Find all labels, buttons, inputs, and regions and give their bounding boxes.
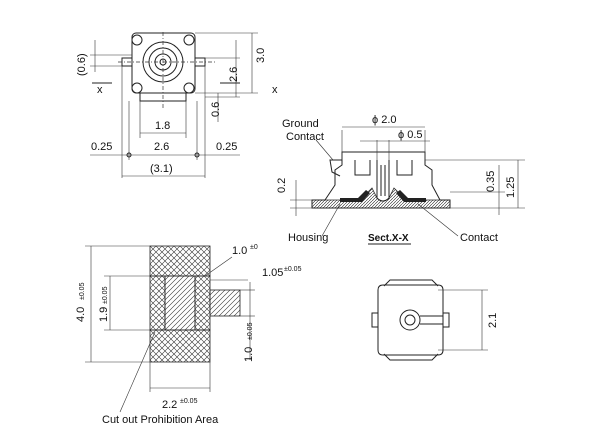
cutout-label: Cut out Prohibition Area — [102, 414, 219, 426]
dim-3-1-paren: (3.1) — [150, 163, 173, 175]
top-view: x x (0.6) 3.0 2.6 0.6 1.8 0.25 2 — [76, 32, 278, 178]
dim-1-9: 1.9 — [98, 307, 110, 322]
dim-2-6-horizontal: 2.6 — [154, 141, 169, 153]
signal-pad — [209, 289, 241, 317]
corner-pad-br — [183, 82, 195, 94]
dim-0-25-left: 0.25 — [91, 141, 112, 153]
section-view: ϕ 2.0 ϕ 0.5 Ground Contact 0.2 0.35 1.25… — [276, 114, 525, 245]
bottom-center-inner — [404, 314, 416, 326]
dim-2-6-vertical: 2.6 — [228, 67, 240, 82]
corner-pad-tl — [131, 34, 143, 46]
dim-1-05-tol: ±0.05 — [284, 266, 302, 273]
footprint-view: 4.0 ±0.05 1.9 ±0.05 1.0 ±0 1.05 ±0.05 1.… — [75, 244, 302, 426]
corner-pad-tr — [183, 34, 195, 46]
contact-label: Contact — [460, 232, 498, 244]
dim-1-05: 1.05 — [262, 267, 283, 279]
ground-label: Ground — [282, 118, 319, 130]
dim-phi-2-0: ϕ 2.0 — [372, 114, 397, 126]
dim-1-0-right-tol: ±0.05 — [247, 322, 254, 340]
dim-3-0: 3.0 — [255, 48, 267, 63]
contact-label-top: Contact — [286, 131, 324, 143]
dim-0-6-paren: (0.6) — [76, 53, 88, 76]
dim-1-0-right: 1.0 — [243, 347, 255, 362]
section-title: Sect.X-X — [368, 233, 409, 244]
dim-4-0: 4.0 — [75, 307, 87, 322]
dim-4-0-tol: ±0.05 — [79, 282, 86, 300]
dim-0-2: 0.2 — [276, 178, 288, 193]
bottom-center-outer — [399, 309, 421, 331]
dim-1-25: 1.25 — [505, 177, 517, 198]
dim-2-1: 2.1 — [487, 313, 499, 328]
dim-2-2: 2.2 — [162, 399, 177, 411]
dim-1-8: 1.8 — [155, 120, 170, 132]
ground-pad-center — [164, 275, 196, 331]
housing-label: Housing — [288, 232, 328, 244]
bottom-body-outline — [377, 284, 444, 356]
dim-0-35: 0.35 — [485, 171, 497, 192]
dim-1-0-top: 1.0 — [232, 245, 247, 257]
x-marker-right: x — [272, 84, 278, 96]
corner-pad-bl — [131, 82, 143, 94]
dim-1-0-top-tol: ±0 — [250, 244, 258, 251]
x-marker-left: x — [97, 84, 103, 96]
dim-2-2-tol: ±0.05 — [180, 398, 198, 405]
cutout-region-left — [149, 275, 166, 331]
cutout-region-bottom — [149, 329, 211, 363]
cutout-region-right — [194, 275, 211, 331]
cutout-region-top — [149, 245, 211, 277]
dim-1-9-tol: ±0.05 — [102, 286, 109, 304]
dim-phi-0-5: ϕ 0.5 — [398, 129, 423, 141]
dim-0-25-right: 0.25 — [216, 141, 237, 153]
bottom-view: 2.1 — [371, 279, 499, 361]
dim-0-6: 0.6 — [210, 102, 222, 117]
